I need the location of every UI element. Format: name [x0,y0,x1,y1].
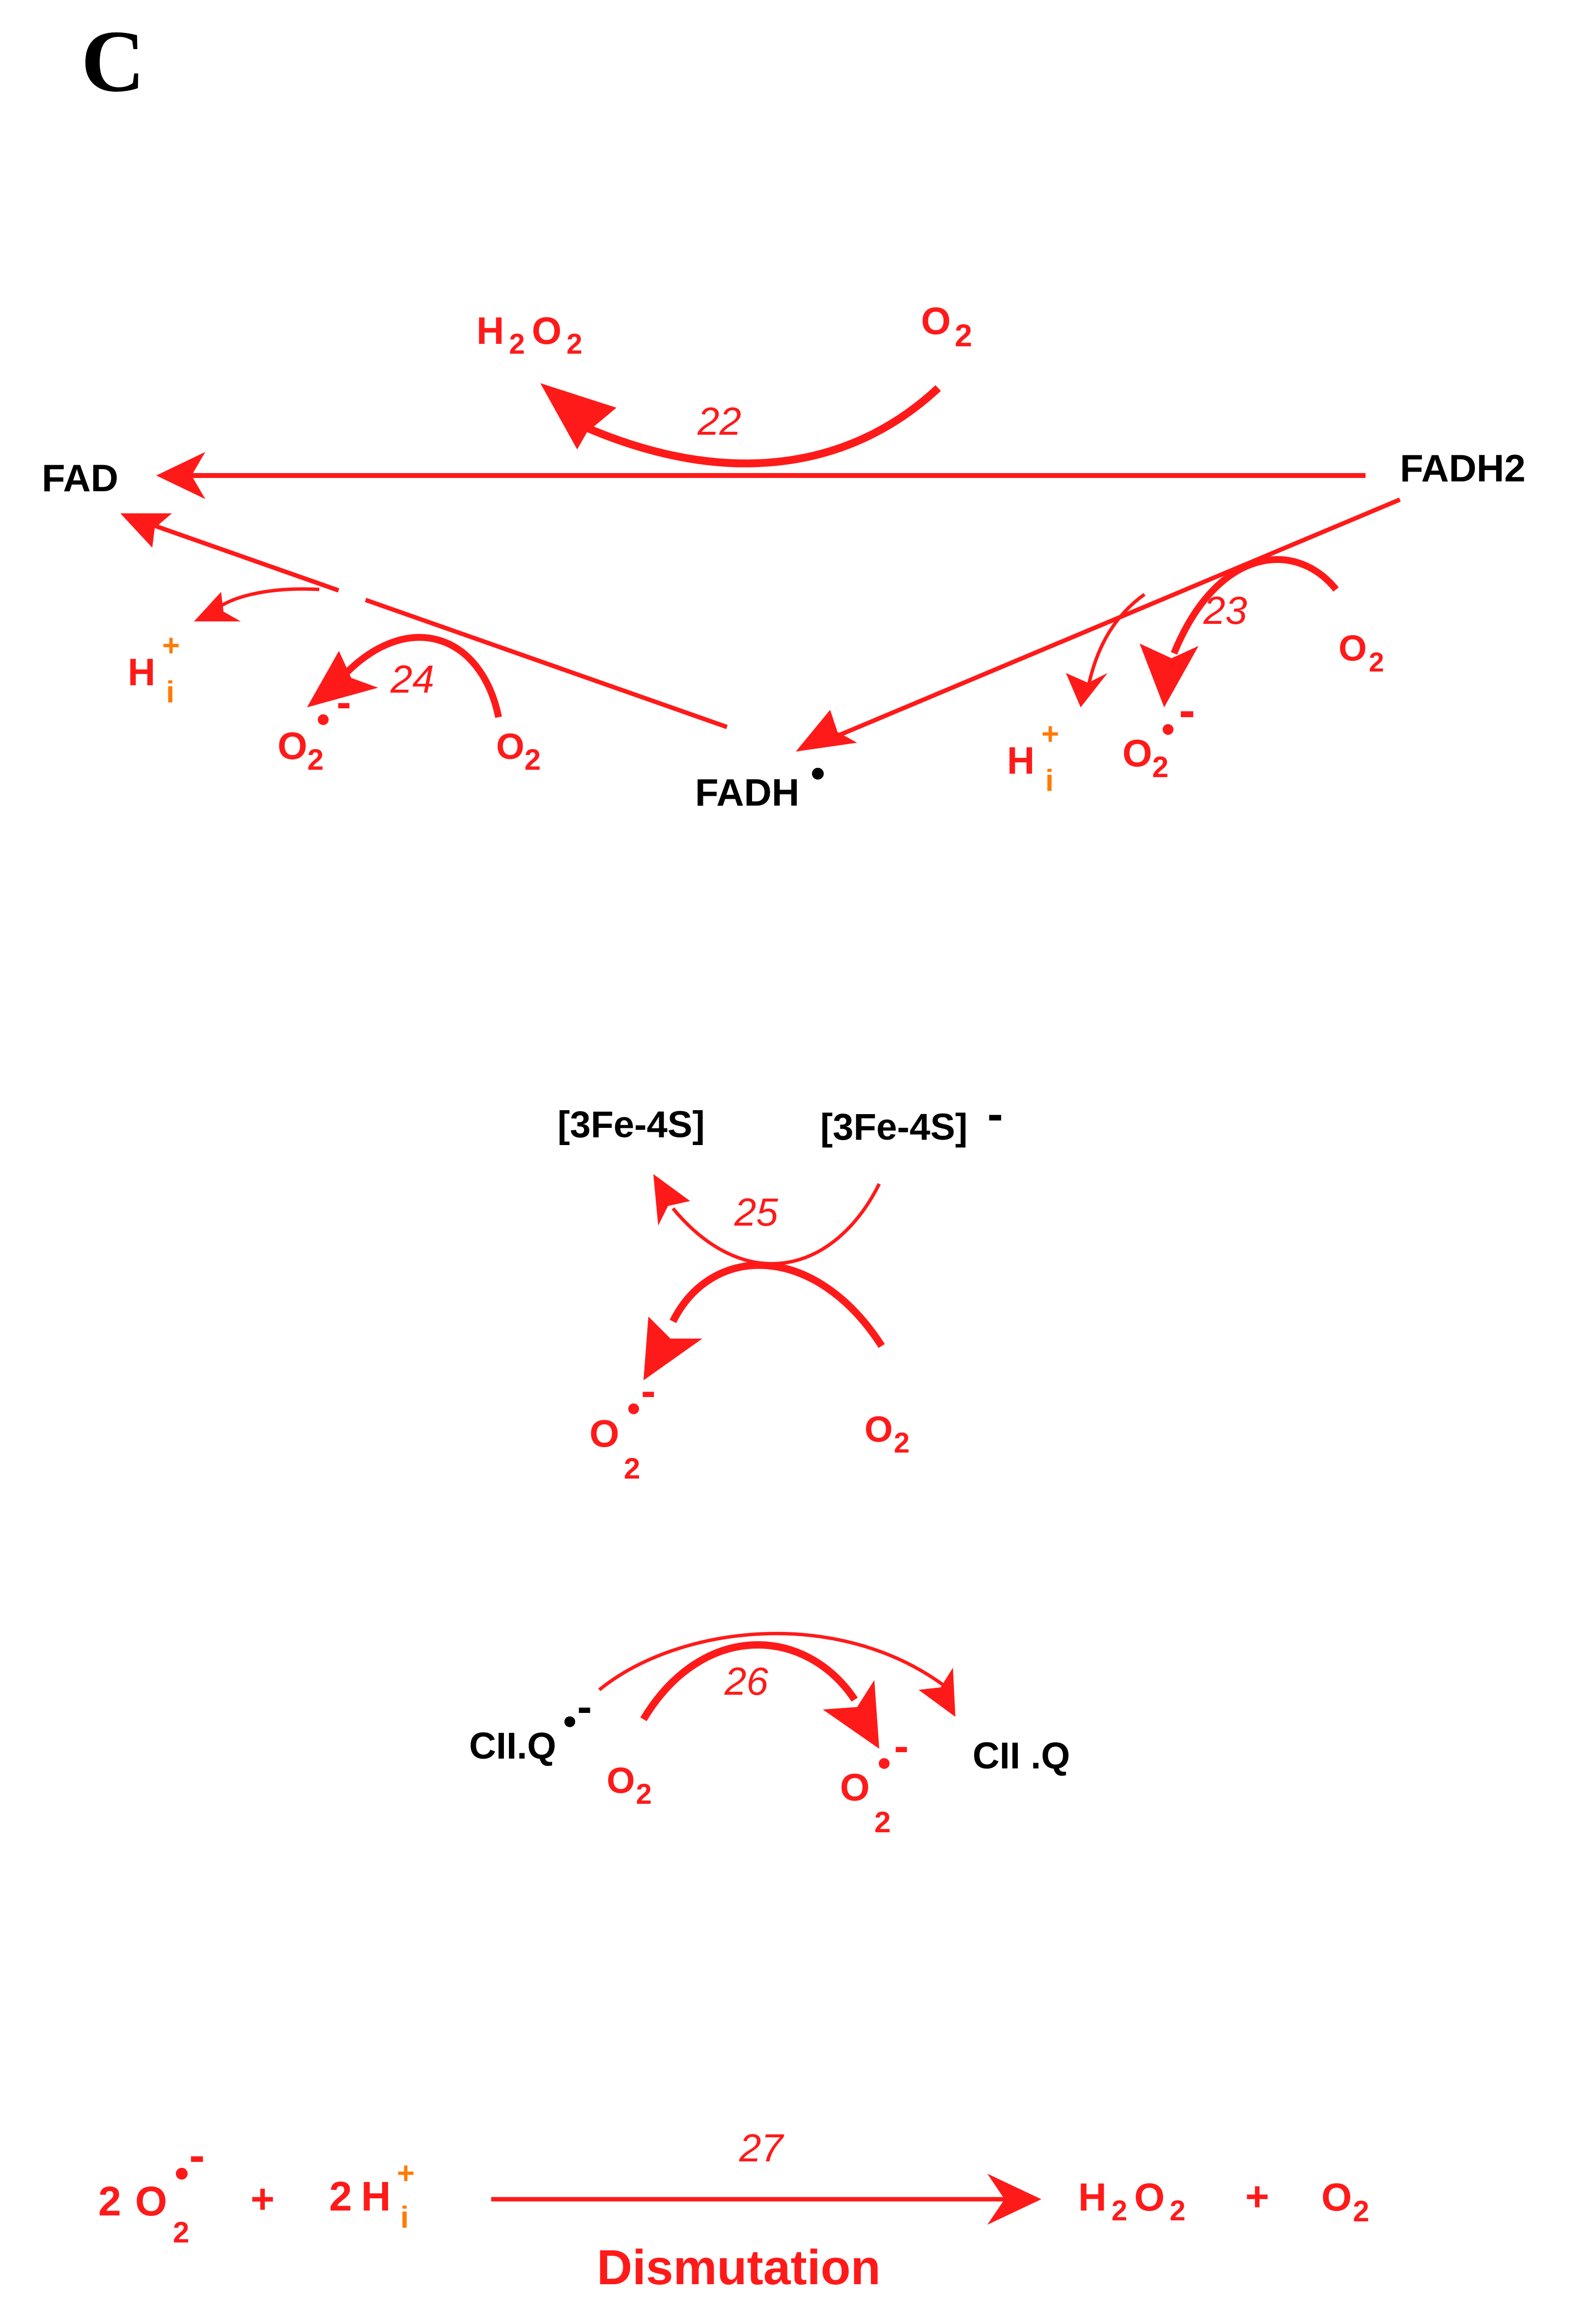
arrowhead-24 [307,651,378,707]
proton-product-23: H i + [1007,717,1059,798]
o2-reactant-24: O2 [496,726,541,776]
arrowhead-26-thin [919,1668,955,1717]
charge-23: - [1179,683,1195,738]
o2-reactant-26: O2 [607,1760,652,1810]
svg-text:i: i [400,2201,409,2235]
arrowhead-23-proton [1066,673,1108,707]
arrow-fadh-to-fad [146,521,728,729]
svg-text:O2: O2 [278,724,324,776]
curve-26-bold [640,1641,858,1721]
svg-text:2: 2 [173,2216,189,2249]
fad-label: FAD [42,456,118,500]
svg-text:H: H [128,650,155,694]
proton-product-24: H i + [128,629,180,709]
radical-dot-fadh [812,768,824,780]
panel-label: C [81,12,145,110]
arrowhead-23 [1140,644,1199,707]
svg-text:2: 2 [329,2173,352,2219]
svg-text:O: O [589,1412,619,1455]
dismutation-label: Dismutation [597,2240,881,2295]
reaction-number-26: 26 [724,1659,768,1703]
svg-text:2: 2 [98,2178,121,2224]
arrowhead-25 [653,1174,690,1226]
ciiq-radical-label: CII.Q [469,1725,556,1767]
charge-25: - [641,1367,656,1416]
curve-23-proton [1086,593,1146,688]
curve-25 [671,1183,881,1266]
curve-24-proton [215,587,320,611]
svg-text:H: H [1007,739,1034,782]
fe-s-oxidized-label: [3Fe-4S] [558,1104,705,1146]
reaction-number-24: 24 [390,657,434,701]
radical-dot-ciiq [564,1716,575,1727]
plus-sign-1: + [251,2176,275,2222]
charge-27: - [189,2129,205,2182]
radical-dot-27 [176,2168,188,2180]
reaction-number-23: 23 [1203,588,1247,632]
svg-text:O: O [840,1765,870,1809]
reaction-number-22: 22 [697,399,741,443]
arrowhead-25-superoxide [643,1316,702,1380]
svg-text:i: i [166,675,174,709]
reaction-number-25: 25 [734,1190,778,1234]
dismutation-reactant-superoxide: 2 O 2 - [98,2129,205,2249]
fadh2-label: FADH2 [1400,447,1526,490]
svg-text:H: H [361,2173,391,2219]
svg-text:+: + [1041,717,1059,751]
arrowhead-dismutation [987,2174,1041,2225]
arrowhead-fad-lower [120,513,172,548]
arrowhead-24-proton [194,592,241,621]
svg-text:i: i [1045,764,1054,798]
svg-text:+: + [397,2156,415,2190]
superoxide-product-23: O2 - [1122,683,1195,784]
dismutation-product-o2: O2 [1321,2175,1369,2228]
svg-text:+: + [162,629,180,663]
superoxide-product-25: O 2 - [589,1367,656,1485]
arrowhead-26-bold [823,1680,879,1749]
ciiq-label: CII .Q [973,1735,1070,1777]
radical-dot-25 [628,1403,639,1414]
crossing-gap [337,586,367,603]
radical-dot-26 [879,1758,890,1769]
o2-reactant-23: O2 [1339,628,1384,677]
radical-dot-23 [1163,724,1173,735]
svg-text:2: 2 [874,1806,891,1839]
o2-reactant-25: O2 [865,1409,910,1459]
svg-text:O: O [135,2178,167,2224]
svg-text:2: 2 [624,1452,640,1485]
fadh-radical-label: FADH [695,771,799,814]
curve-22 [573,385,941,468]
radical-dot-24 [318,714,329,725]
curve-25-superoxide [670,1261,885,1348]
curve-23 [1171,556,1339,655]
arrowhead-fad [156,452,205,499]
reaction-number-27: 27 [739,2126,784,2170]
fe-s-reduced-charge: - [987,1088,1003,1140]
plus-sign-2: + [1245,2173,1269,2219]
ciiq-radical-charge: - [577,1682,592,1732]
superoxide-product-24: O2 - [278,678,351,776]
curve-26-thin [598,1631,945,1691]
svg-text:O2: O2 [1122,731,1169,784]
curve-24 [341,634,502,718]
arrowhead-fadh [796,710,857,752]
dismutation-reactant-proton: 2 H i + [329,2156,415,2235]
charge-24: - [336,678,351,727]
arrowhead-22 [540,383,616,449]
charge-26: - [894,1722,909,1771]
fe-s-reduced-label: [3Fe-4S] [820,1106,968,1148]
superoxide-product-26: O 2 - [840,1722,909,1839]
